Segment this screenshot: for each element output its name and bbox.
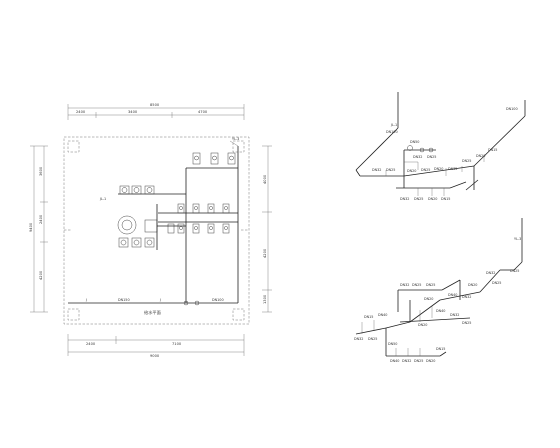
- iso-lower-label-10: DN20: [424, 297, 433, 301]
- column-tl: [67, 140, 80, 153]
- bottom-dim-seg-1: 2400: [86, 342, 96, 346]
- top-dimensions: 8500 2400 3400 4700: [67, 103, 245, 120]
- top-dim-seg-1: 2400: [76, 110, 86, 114]
- iso-lower-label-19: DN50: [388, 342, 397, 346]
- plan-title: 给水平面: [144, 309, 161, 316]
- iso-lower-label-7: DN25: [426, 283, 435, 287]
- left-dimensions: 9400 3600 2400 4200: [29, 145, 48, 313]
- main-pipe-label-1: DN150: [118, 298, 130, 302]
- fixtures-mid-rows: [158, 203, 238, 234]
- iso-upper-label-13: DN15: [488, 148, 497, 152]
- top-dim-total: 8500: [150, 103, 160, 107]
- iso-upper-label-4: DN25: [427, 155, 436, 159]
- iso-lower-label-9: DN25: [412, 283, 421, 287]
- iso-lower-label-11: DN40: [436, 309, 445, 313]
- iso-upper-label-0: JL-1: [390, 123, 397, 127]
- column-tr: [232, 140, 245, 153]
- main-pipe-label-2: DN100: [212, 298, 224, 302]
- iso-lower-label-24: DN15: [436, 347, 445, 351]
- iso-lower-label-21: DN32: [402, 359, 411, 363]
- column-bl: [67, 308, 80, 321]
- pipe-mark-2: J: [159, 298, 161, 302]
- left-dim-seg-1: 3600: [39, 166, 43, 176]
- valve-2: [194, 300, 200, 306]
- iso-upper-label-14: DN100: [506, 107, 518, 111]
- iso-upper-label-16: DN25: [414, 197, 423, 201]
- iso-lower-label-0: DN25: [510, 269, 519, 273]
- top-dim-seg-2: 3400: [128, 110, 138, 114]
- iso-upper-label-2: DN50: [410, 140, 419, 144]
- iso-lower-label-22: DN25: [414, 359, 423, 363]
- left-dim-seg-2: 2400: [39, 214, 43, 224]
- plan-view: 8500 2400 3400 4700 2400 7100 9000 9400 …: [29, 103, 272, 358]
- iso-upper-label-9: DN20: [434, 167, 443, 171]
- iso-lower-label-15: DN15: [364, 315, 373, 319]
- left-dim-seg-3: 4200: [39, 270, 43, 280]
- iso-upper-label-17: DN20: [428, 197, 437, 201]
- iso-lower-label-23: DN20: [426, 359, 435, 363]
- iso-upper-label-1: DN100: [386, 130, 398, 134]
- iso-lower-label-5: DN40: [448, 293, 457, 297]
- bottom-dim-seg-2: 7100: [172, 342, 182, 346]
- iso-lower-label-18: DN25: [368, 337, 377, 341]
- iso-lower-label-3: DN25: [492, 281, 501, 285]
- right-dimensions: 4000 4200 1300: [262, 145, 272, 313]
- iso-upper-label-12: DN20: [476, 154, 485, 158]
- right-dim-seg-2: 4200: [263, 248, 267, 258]
- equipment-label: JL-1: [99, 197, 106, 201]
- iso-upper-label-3: DN32: [413, 155, 422, 159]
- iso-lower-label-8: DN32: [400, 283, 409, 287]
- left-dim-total: 9400: [29, 222, 33, 232]
- iso-upper-label-5: DN32: [372, 168, 381, 172]
- iso-upper-label-8: DN25: [421, 168, 430, 172]
- iso-upper-label-7: DN20: [407, 169, 416, 173]
- iso-upper-label-18: DN15: [441, 197, 450, 201]
- fixtures-top-row: [192, 152, 236, 165]
- iso-upper-label-10: DN32: [448, 167, 457, 171]
- iso-lower: DN25 YL-3 DN32 DN25 DN20 DN40 DN32 DN25 …: [354, 218, 523, 363]
- iso-upper-label-6: DN25: [386, 168, 395, 172]
- top-dim-seg-3: 4700: [198, 110, 208, 114]
- room-outline: [63, 136, 250, 325]
- iso-lower-label-20: DN40: [390, 359, 399, 363]
- iso-lower-label-14: DN20: [418, 323, 427, 327]
- bottom-dim-total: 9000: [150, 354, 160, 358]
- iso-upper-label-11: DN25: [462, 159, 471, 163]
- iso-lower-label-13: DN25: [462, 321, 471, 325]
- iso-lower-label-4: DN20: [468, 283, 477, 287]
- iso-lower-label-1: YL-3: [514, 237, 521, 241]
- iso-lower-label-17: DN32: [354, 337, 363, 341]
- iso-lower-label-6: DN32: [462, 295, 471, 299]
- pump-equipment: JL-1: [99, 185, 186, 250]
- pipe-mark-1: J: [85, 298, 87, 302]
- iso-upper: JL-1 DN100 DN50 DN32 DN25 DN32 DN25 DN20…: [355, 92, 526, 201]
- iso-lower-label-12: DN32: [450, 313, 459, 317]
- riser-label-top: YL-3: [232, 137, 239, 141]
- bottom-dimensions: 2400 7100 9000: [67, 334, 245, 358]
- iso-lower-label-2: DN32: [486, 271, 495, 275]
- right-dim-seg-3: 1300: [263, 294, 267, 304]
- iso-lower-label-16: DN40: [378, 313, 387, 317]
- iso-upper-label-15: DN32: [400, 197, 409, 201]
- right-dim-seg-1: 4000: [263, 174, 267, 184]
- column-br: [232, 308, 245, 321]
